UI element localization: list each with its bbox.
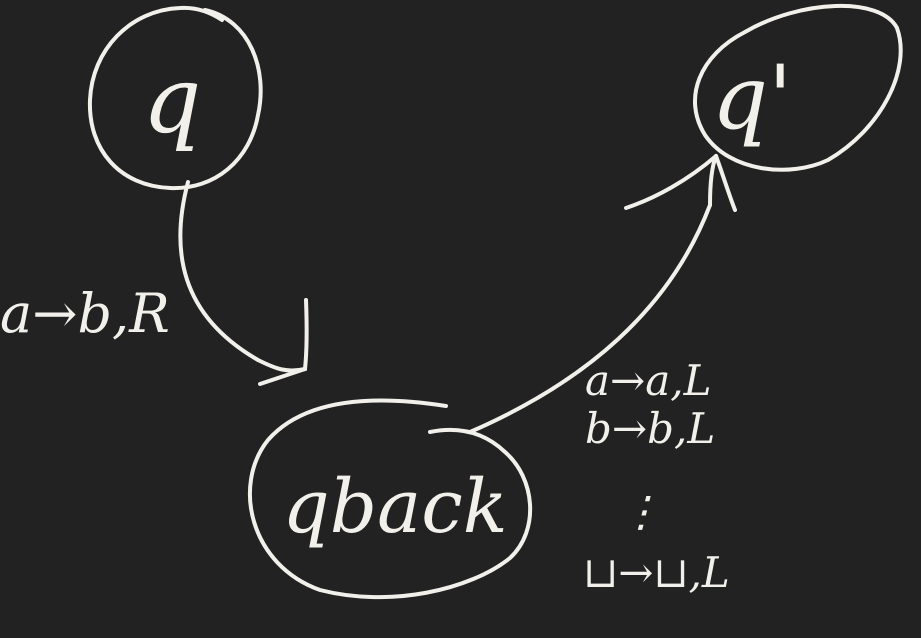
qback-self-loop-rules: a→a,L b→b,L ⋮ ⊔→⊔,L <box>583 356 730 597</box>
qback-rule-3: ⊔→⊔,L <box>583 548 730 597</box>
state-q: q <box>87 5 263 191</box>
qback-rule-2: b→b,L <box>585 404 715 453</box>
state-q-prime-label: q' <box>712 46 793 149</box>
edge-q-to-qback-label: a→b,R <box>0 282 170 345</box>
state-q-label: q <box>143 47 202 154</box>
edge-q-to-qback: a→b,R <box>0 180 309 386</box>
qback-rule-1: a→a,L <box>585 356 712 405</box>
state-q-back: qback <box>247 398 532 600</box>
state-q-prime: q' <box>693 4 903 172</box>
qback-rule-ellipsis: ⋮ <box>620 487 662 536</box>
edge-qback-to-qprime <box>468 154 737 434</box>
state-q-back-label: qback <box>282 464 507 550</box>
